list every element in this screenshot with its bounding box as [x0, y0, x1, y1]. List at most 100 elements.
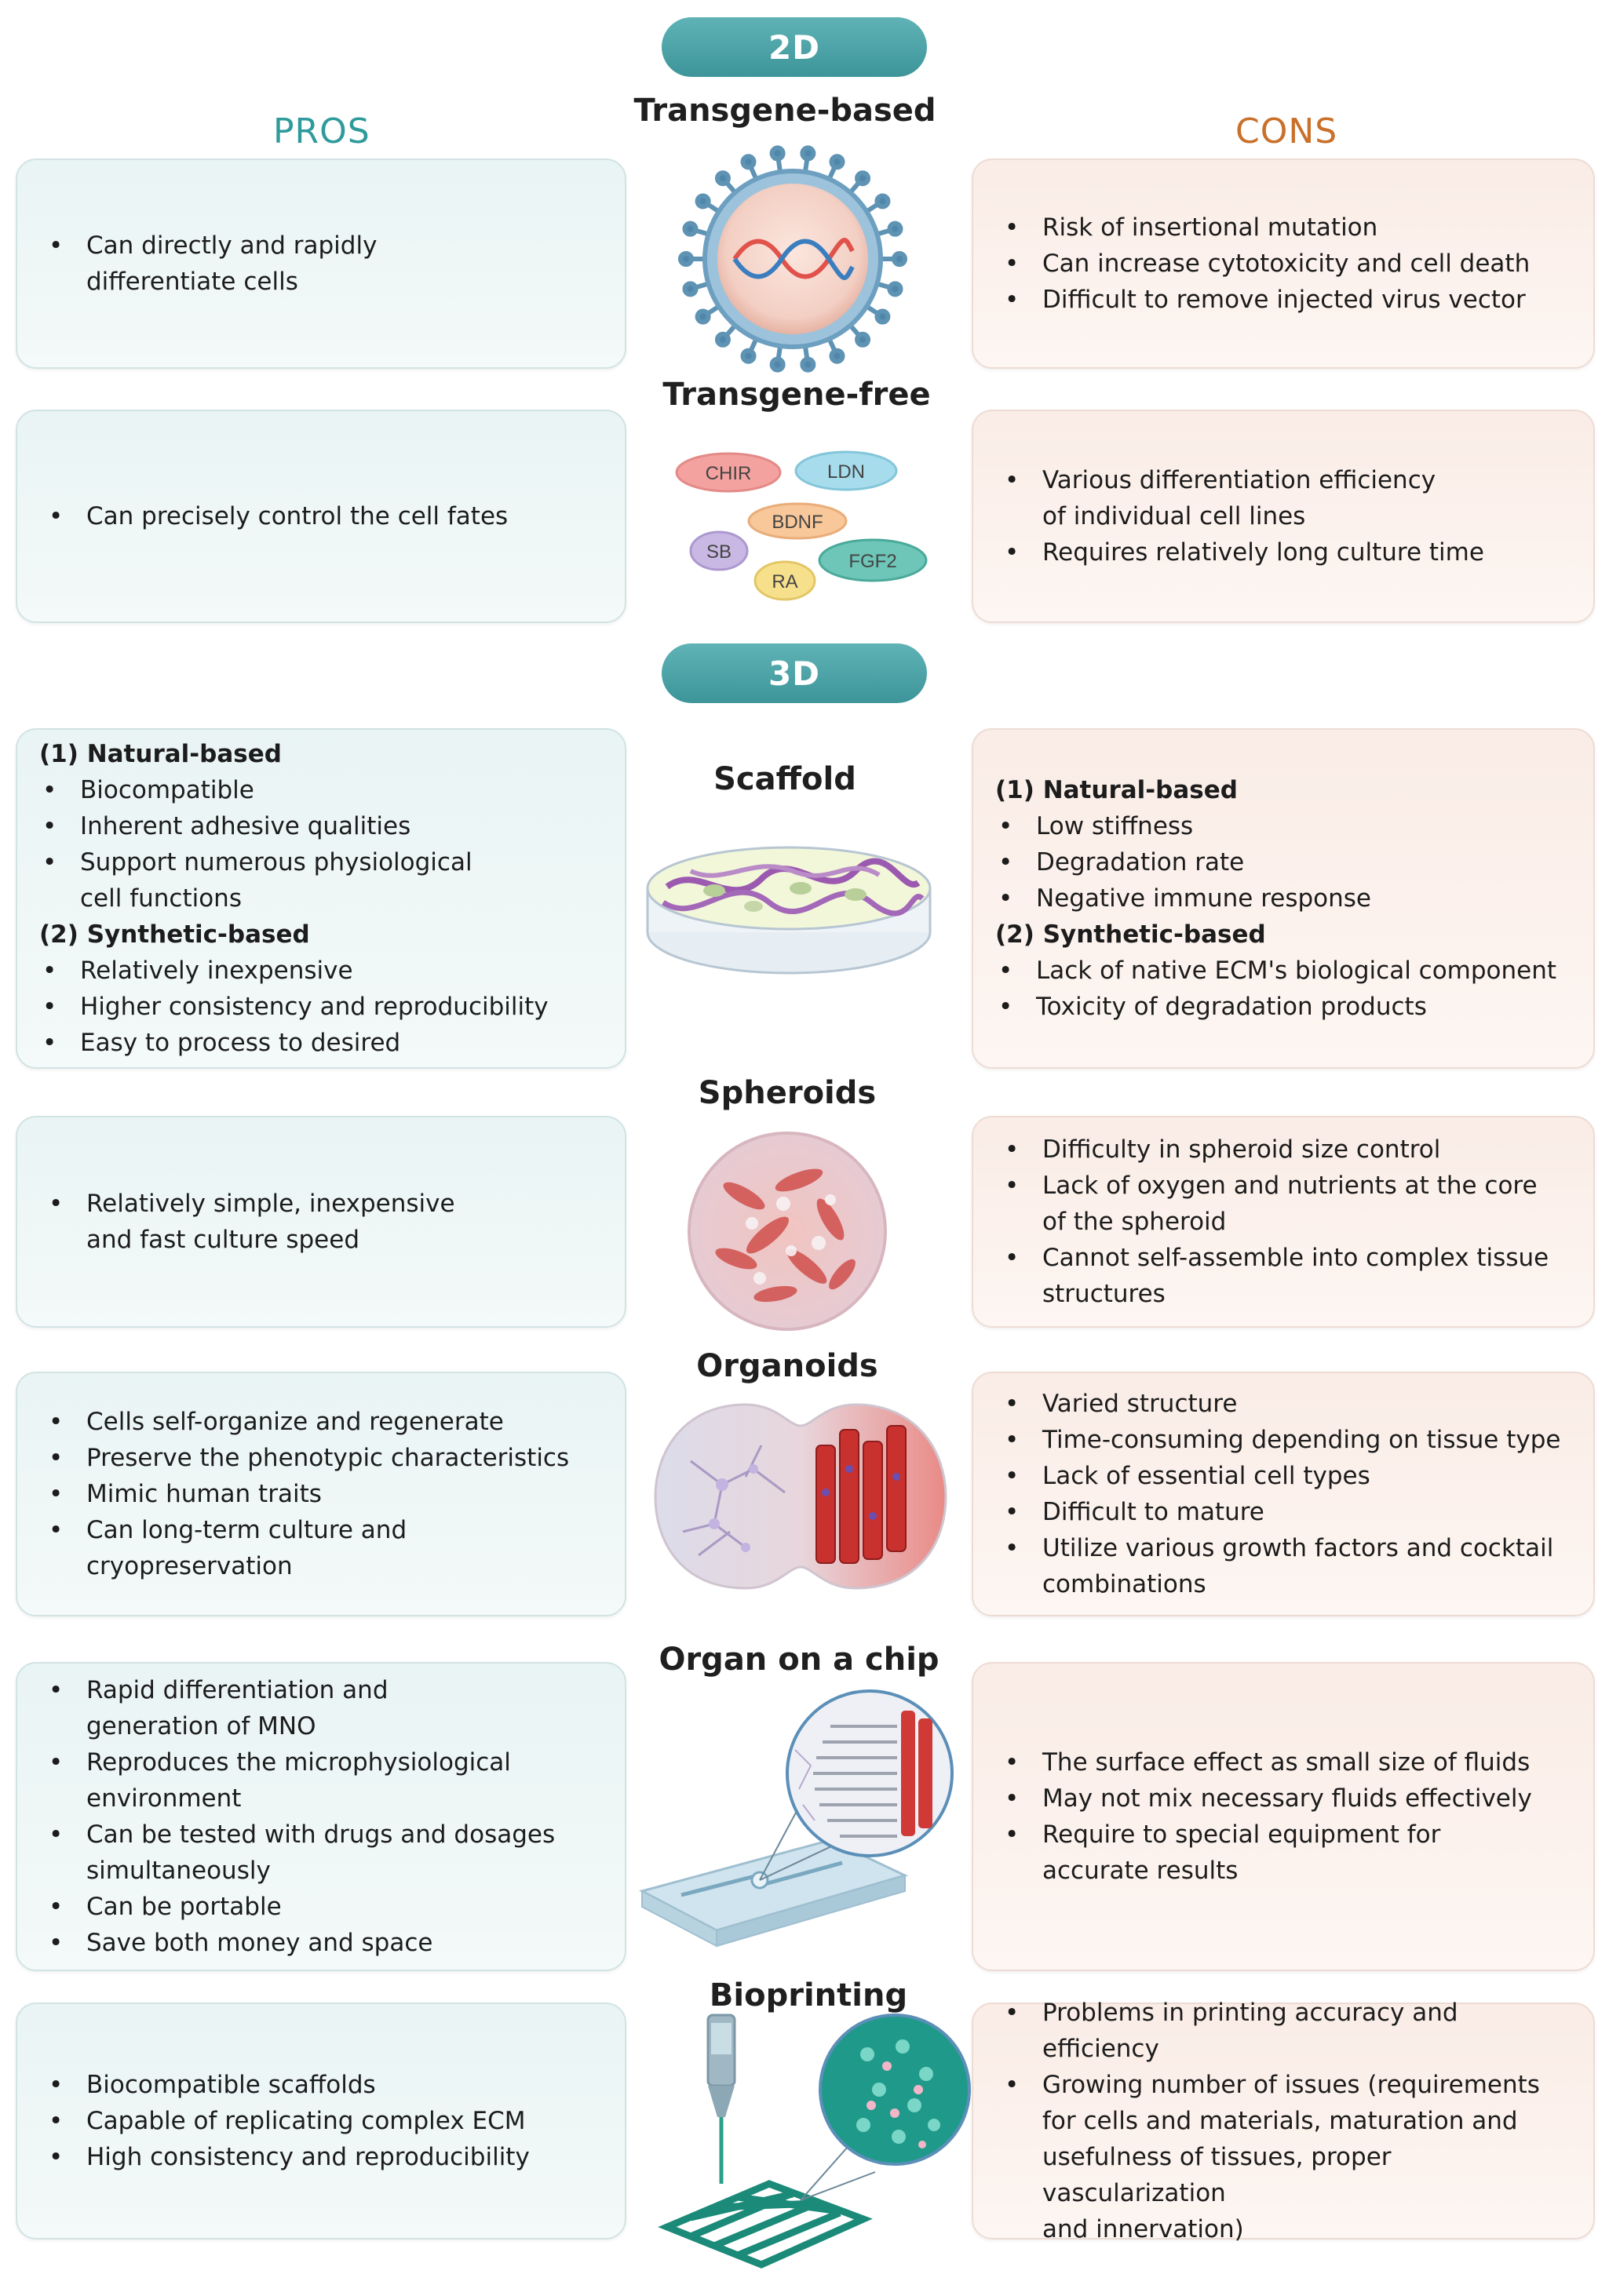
- virus-spike-head: [678, 251, 694, 267]
- pros-box-transgene-free: Can precisely control the cell fates: [16, 410, 626, 623]
- cons-list: Various differentiation efficiency of in…: [1002, 462, 1567, 570]
- small-molecules-illustration: CHIR LDN BDNF SB FGF2 RA: [675, 450, 928, 601]
- molecule-label-ldn: LDN: [827, 461, 865, 483]
- pros-item: Can directly and rapidly differentiate c…: [46, 228, 598, 300]
- cons-item: Toxicity of degradation products: [995, 989, 1567, 1025]
- title-spheroids: Spheroids: [698, 1075, 877, 1111]
- cons-list: Low stiffnessDegradation rateNegative im…: [995, 808, 1567, 917]
- pros-list: Can directly and rapidly differentiate c…: [46, 228, 598, 300]
- cons-item: Problems in printing accuracy and effici…: [1002, 1995, 1567, 2067]
- virus-spike-head: [892, 251, 907, 267]
- pros-item: Cells self-organize and regenerate: [46, 1404, 598, 1440]
- cons-list: The surface effect as small size of flui…: [1002, 1744, 1567, 1889]
- cons-item: Lack of essential cell types: [1002, 1458, 1567, 1494]
- virus-spike-head: [695, 193, 711, 210]
- cons-header: CONS: [1235, 111, 1338, 151]
- virus-spike-head: [887, 220, 903, 237]
- virus-spike-head: [714, 170, 731, 187]
- cons-list: Problems in printing accuracy and effici…: [1002, 1995, 1567, 2247]
- cons-item: Time-consuming depending on tissue type: [1002, 1422, 1567, 1458]
- cons-item: Require to special equipment for accurat…: [1002, 1817, 1567, 1889]
- title-organ-on-a-chip: Organ on a chip: [659, 1642, 939, 1678]
- cons-box-bioprinting: Problems in printing accuracy and effici…: [972, 1995, 1595, 2243]
- virus-spike-head: [800, 356, 816, 373]
- title-transgene-free: Transgene-free: [662, 377, 931, 413]
- pros-list: BiocompatibleInherent adhesive qualities…: [39, 772, 598, 917]
- cons-item: Can increase cytotoxicity and cell death: [1002, 246, 1567, 282]
- organoid-illustration: [654, 1403, 947, 1590]
- pros-item: Inherent adhesive qualities: [39, 808, 598, 844]
- virus-spike-head: [855, 170, 871, 187]
- molecule-label-chir: CHIR: [706, 463, 752, 484]
- virus-spike-head: [874, 308, 891, 325]
- virus-spike-head: [769, 356, 786, 373]
- cons-item: Low stiffness: [995, 808, 1567, 844]
- molecule-label-ra: RA: [772, 571, 797, 592]
- cons-item: Difficulty in spheroid size control: [1002, 1132, 1567, 1168]
- pros-item: Biocompatible scaffolds: [46, 2067, 598, 2103]
- virus-spike-head: [855, 331, 871, 348]
- pros-item: Can long-term culture and cryopreservati…: [46, 1512, 598, 1584]
- pros-item: Reproduces the microphysiological enviro…: [46, 1744, 598, 1817]
- pros-item: Easy to process to desired: [39, 1025, 598, 1061]
- title-scaffold: Scaffold: [713, 761, 856, 797]
- pros-item: Support numerous physiological cell func…: [39, 844, 598, 917]
- cons-item: Degradation rate: [995, 844, 1567, 880]
- pros-item: Biocompatible: [39, 772, 598, 808]
- pros-item: Relatively inexpensive: [39, 953, 598, 989]
- pros-item: Rapid differentiation and generation of …: [46, 1672, 598, 1744]
- cons-item: Difficult to remove injected virus vecto…: [1002, 282, 1567, 318]
- cons-item: Various differentiation efficiency of in…: [1002, 462, 1567, 534]
- cons-item: Lack of native ECM's biological componen…: [995, 953, 1567, 989]
- virus-illustration: [678, 145, 907, 373]
- pros-header: PROS: [273, 111, 370, 151]
- virus-spike-head: [740, 154, 757, 170]
- virus-spike-head: [695, 308, 711, 325]
- pros-box-scaffold: (1) Natural-basedBiocompatibleInherent a…: [16, 728, 626, 1069]
- cons-box-transgene-based: Risk of insertional mutationCan increase…: [972, 159, 1595, 369]
- pros-item: Higher consistency and reproducibility: [39, 989, 598, 1025]
- pros-list: Cells self-organize and regeneratePreser…: [46, 1404, 598, 1584]
- virus-spike-head: [874, 193, 891, 210]
- pros-item: High consistency and reproducibility: [46, 2139, 598, 2175]
- pros-item: Relatively simple, inexpensive and fast …: [46, 1186, 598, 1258]
- cons-list: Risk of insertional mutationCan increase…: [1002, 210, 1567, 318]
- pros-item: Can be tested with drugs and dosages sim…: [46, 1817, 598, 1889]
- cons-list: Lack of native ECM's biological componen…: [995, 953, 1567, 1025]
- title-bioprinting: Bioprinting: [709, 1977, 908, 2014]
- molecule-label-sb: SB: [706, 541, 732, 563]
- virus-spike-head: [740, 348, 757, 364]
- virus-spike-head: [800, 145, 816, 162]
- cons-item: Growing number of issues (requirements f…: [1002, 2067, 1567, 2247]
- pros-box-organ-on-a-chip: Rapid differentiation and generation of …: [16, 1662, 626, 1971]
- pros-box-organoids: Cells self-organize and regeneratePreser…: [16, 1372, 626, 1616]
- molecule-label-fgf2: FGF2: [848, 551, 896, 572]
- title-transgene-based: Transgene-based: [633, 93, 936, 129]
- pros-box-bioprinting: Biocompatible scaffoldsCapable of replic…: [16, 2003, 626, 2240]
- cons-item: Cannot self-assemble into complex tissue…: [1002, 1240, 1567, 1312]
- virus-spike-head: [682, 220, 699, 237]
- pros-item: Preserve the phenotypic characteristics: [46, 1440, 598, 1476]
- cons-item: Negative immune response: [995, 880, 1567, 917]
- virus-spike-head: [682, 281, 699, 297]
- pros-item: Can be portable: [46, 1889, 598, 1925]
- pros-list: Biocompatible scaffoldsCapable of replic…: [46, 2067, 598, 2175]
- cons-box-organ-on-a-chip: The surface effect as small size of flui…: [972, 1662, 1595, 1971]
- pros-list: Relatively simple, inexpensive and fast …: [46, 1186, 598, 1258]
- spheroid-illustration: [688, 1132, 887, 1331]
- pros-item: Mimic human traits: [46, 1476, 598, 1512]
- pros-item: Can precisely control the cell fates: [46, 498, 598, 534]
- cons-box-transgene-free: Various differentiation efficiency of in…: [972, 410, 1595, 623]
- pros-list: Relatively inexpensiveHigher consistency…: [39, 953, 598, 1061]
- cons-list: Varied structureTime-consuming depending…: [1002, 1386, 1567, 1602]
- cons-list: Difficulty in spheroid size controlLack …: [1002, 1132, 1567, 1312]
- organ-on-chip-illustration: [638, 1689, 954, 1948]
- section-2d-pill: 2D: [662, 17, 927, 77]
- pros-box-transgene-based: Can directly and rapidly differentiate c…: [16, 159, 626, 369]
- cons-box-organoids: Varied structureTime-consuming depending…: [972, 1372, 1595, 1616]
- virus-spike-head: [829, 348, 845, 364]
- cons-item: Varied structure: [1002, 1386, 1567, 1422]
- pros-list: Can precisely control the cell fates: [46, 498, 598, 534]
- section-3d-pill: 3D: [662, 643, 927, 703]
- virus-spike-head: [714, 331, 731, 348]
